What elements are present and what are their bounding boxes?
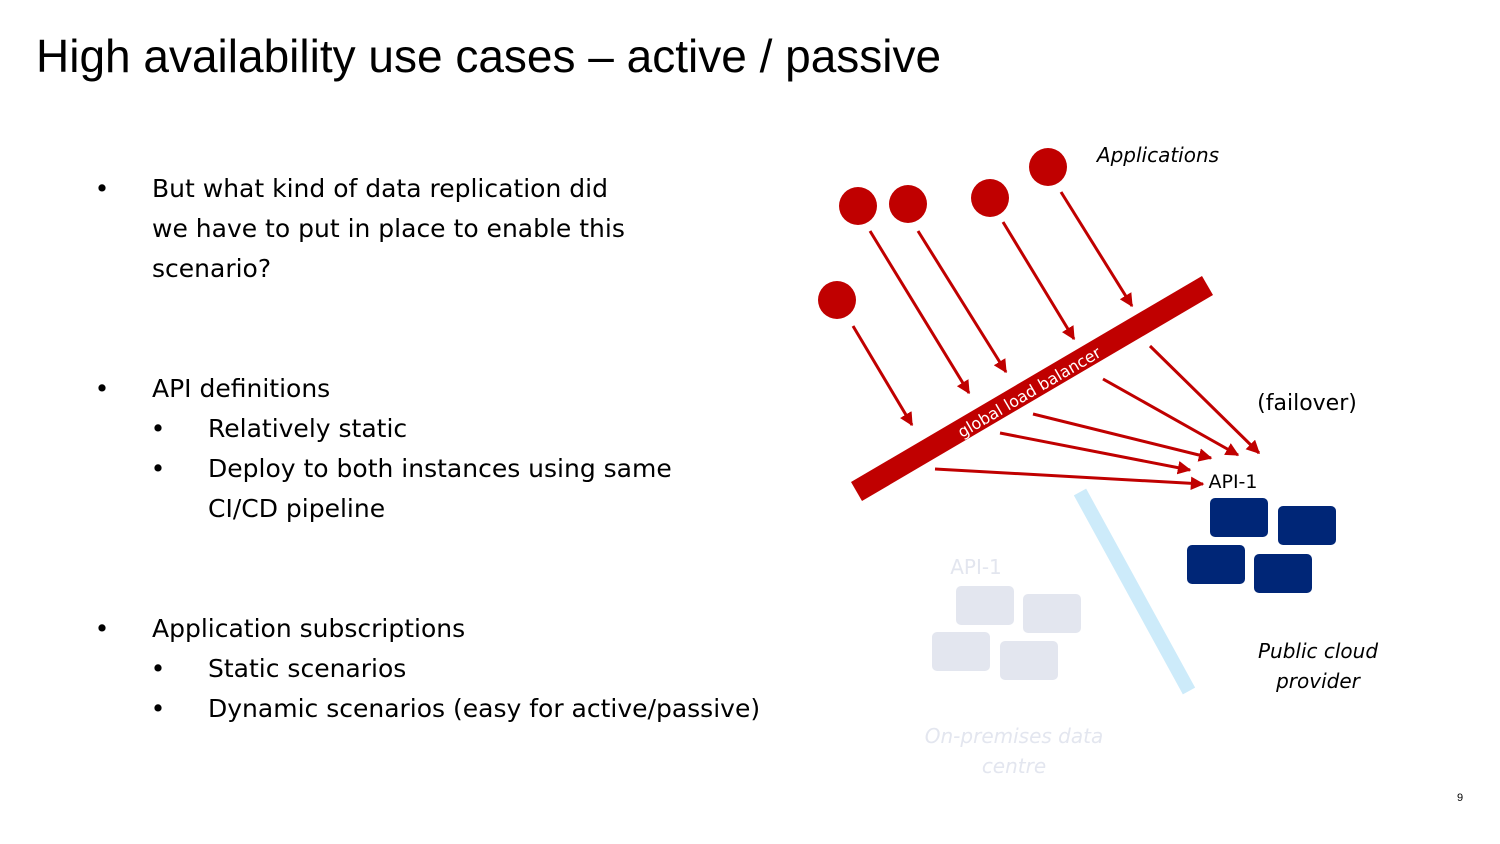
active-api-node: [1278, 506, 1336, 545]
active-api-node: [1210, 498, 1268, 537]
passive-api-node: [956, 586, 1014, 625]
passive-site-label: centre: [982, 754, 1046, 778]
bullet-dot: •: [150, 454, 166, 483]
application-node: [818, 281, 856, 319]
passive-api-node: [932, 632, 990, 671]
bullet-dot: •: [150, 654, 166, 683]
bullet-text: scenario?: [152, 254, 272, 283]
bullet-dot: •: [94, 614, 110, 643]
request-arrows: [851, 191, 1134, 427]
bullet-dot: •: [150, 694, 166, 723]
active-site-label: provider: [1275, 669, 1362, 693]
request-arrow: [916, 230, 1008, 374]
bullet-dot: •: [150, 414, 166, 443]
passive-site: API-1 On-premises data centre: [925, 555, 1103, 778]
application-node: [971, 179, 1009, 217]
active-site-label: Public cloud: [1258, 639, 1378, 663]
request-arrow: [1001, 221, 1076, 341]
routing-arrows: [934, 344, 1261, 491]
bullet-text: API definitions: [152, 374, 331, 403]
request-arrow: [1059, 191, 1134, 308]
routing-arrow: [999, 431, 1192, 475]
routing-arrow: [1032, 412, 1213, 462]
bullet-text: Application subscriptions: [152, 614, 466, 643]
application-node: [839, 187, 877, 225]
failover-label: (failover): [1257, 391, 1357, 416]
applications-label: Applications: [1095, 143, 1219, 167]
applications: Applications: [818, 143, 1219, 319]
bullet-dot: •: [94, 174, 110, 203]
bullet-text: But what kind of data replication did: [152, 174, 608, 203]
request-arrow: [868, 230, 971, 395]
active-api-label: API-1: [1208, 471, 1257, 493]
routing-arrow: [1102, 377, 1240, 457]
bullet-text: Dynamic scenarios (easy for active/passi…: [208, 694, 761, 723]
slide-title: High availability use cases – active / p…: [36, 30, 942, 82]
passive-site-label: On-premises data: [925, 724, 1103, 748]
bullet-dot: •: [94, 374, 110, 403]
active-site: API-1 Public cloud provider: [1187, 471, 1378, 693]
global-load-balancer: global load balancer: [851, 276, 1213, 501]
request-arrow: [851, 325, 914, 427]
bullet-text: Relatively static: [208, 414, 408, 443]
bullet-text: we have to put in place to enable this: [152, 214, 625, 243]
routing-arrow: [934, 467, 1205, 491]
application-node: [889, 185, 927, 223]
load-balancer-bar: [851, 276, 1213, 501]
active-api-node: [1187, 545, 1245, 584]
bullet-list: • But what kind of data replication did …: [94, 174, 761, 723]
passive-api-node: [1000, 641, 1058, 680]
site-divider: [1073, 488, 1196, 695]
passive-api-label: API-1: [950, 555, 1002, 579]
bullet-text: CI/CD pipeline: [208, 494, 386, 523]
passive-api-node: [1023, 594, 1081, 633]
application-node: [1029, 148, 1067, 186]
routing-arrow: [1148, 344, 1261, 455]
active-api-node: [1254, 554, 1312, 593]
page-number: 9: [1456, 792, 1464, 804]
bullet-text: Static scenarios: [208, 654, 407, 683]
bullet-text: Deploy to both instances using same: [208, 454, 672, 483]
